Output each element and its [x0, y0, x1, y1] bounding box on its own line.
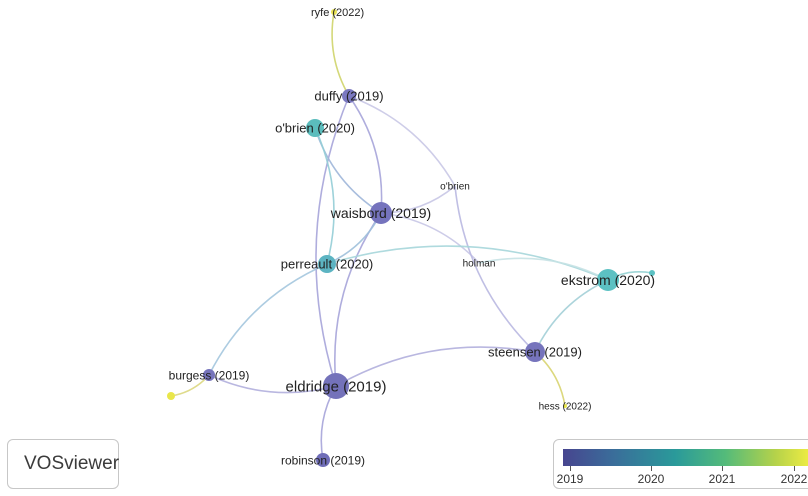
node-ryfe[interactable]: [331, 9, 337, 15]
legend-tick-2020: 2020: [637, 472, 665, 486]
edge-ekstrom-steensen: [534, 279, 609, 353]
node-ekstrom[interactable]: [597, 269, 619, 291]
edge-duffy-obrien_t: [348, 95, 456, 187]
node-burgess_small[interactable]: [167, 392, 175, 400]
node-hess[interactable]: [563, 404, 567, 408]
edge-duffy-eldridge: [315, 95, 350, 387]
label-obrien_t[interactable]: o'brien: [440, 182, 470, 193]
edge-waisbord-eldridge: [334, 212, 382, 387]
edge-obrien_t-steensen: [454, 185, 536, 353]
label-ekstrom[interactable]: ekstrom (2020): [561, 272, 655, 288]
label-duffy[interactable]: duffy (2019): [314, 89, 383, 104]
label-steensen[interactable]: steensen (2019): [488, 345, 582, 360]
color-legend: 2019 2020 2021 2022: [553, 439, 808, 489]
legend-gradient-bar: [563, 449, 808, 466]
label-holman[interactable]: holman: [463, 259, 496, 270]
edge-holman-ekstrom: [478, 257, 609, 281]
labels-layer: ryfe (2022) duffy (2019) o'brien (2020) wai…: [169, 7, 655, 467]
legend-tick-2019: 2019: [556, 472, 584, 486]
node-perreault[interactable]: [318, 255, 336, 273]
label-burgess[interactable]: burgess (2019): [169, 368, 250, 382]
legend-tick-mark: [651, 466, 652, 471]
label-hess[interactable]: hess (2022): [539, 402, 592, 413]
label-eldridge[interactable]: eldridge (2019): [286, 378, 387, 395]
node-burgess[interactable]: [203, 369, 215, 381]
edge-perreault-ekstrom: [326, 245, 609, 281]
legend-tick-2022: 2022: [780, 472, 808, 486]
node-ekstrom_small[interactable]: [649, 270, 655, 276]
brand-name: VOSviewer: [24, 453, 120, 474]
label-robinson[interactable]: robinson (2019): [281, 453, 365, 467]
label-waisbord[interactable]: waisbord (2019): [330, 205, 431, 221]
node-obrien2020[interactable]: [306, 119, 324, 137]
edge-ryfe-duffy: [331, 11, 350, 97]
node-waisbord[interactable]: [370, 202, 392, 224]
node-robinson[interactable]: [316, 453, 330, 467]
legend-tick-2021: 2021: [708, 472, 736, 486]
edge-steensen-eldridge: [335, 346, 536, 387]
node-duffy[interactable]: [342, 89, 356, 103]
label-ryfe[interactable]: ryfe (2022): [311, 7, 364, 19]
vosviewer-brand[interactable]: VOSviewer: [7, 439, 119, 489]
legend-tick-mark: [794, 466, 795, 471]
edge-duffy-waisbord: [348, 95, 383, 214]
nodes-layer: [167, 9, 655, 467]
legend-tick-mark: [570, 466, 571, 471]
node-eldridge[interactable]: [323, 373, 349, 399]
label-obrien2020[interactable]: o'brien (2020): [275, 121, 355, 136]
node-steensen[interactable]: [525, 342, 545, 362]
edge-perreault-burgess: [208, 263, 328, 376]
edge-obrien2020-perreault: [314, 127, 335, 265]
label-perreault[interactable]: perreault (2020): [281, 257, 374, 272]
edges-layer: [170, 11, 653, 461]
legend-tick-mark: [722, 466, 723, 471]
edge-burgess-eldridge: [208, 374, 337, 394]
